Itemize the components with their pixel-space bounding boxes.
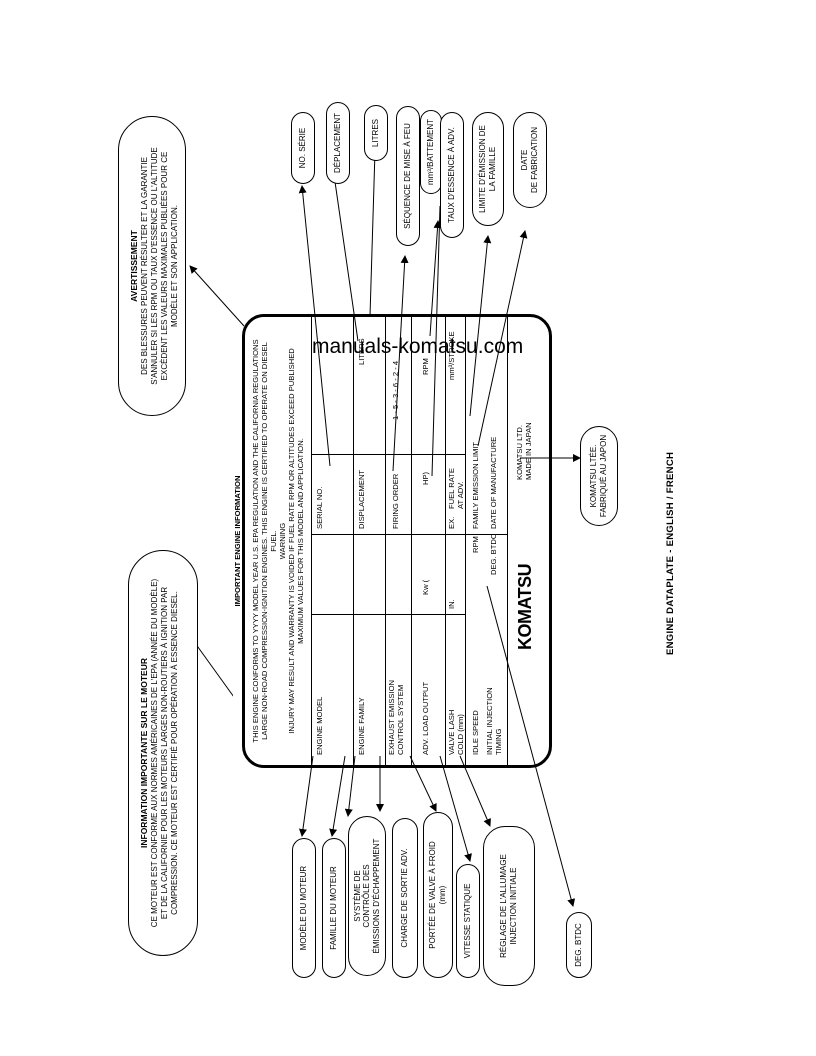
label-sequence: SÉQUENCE DE MISE À FEU (396, 106, 420, 246)
field-exhaust-1: EXHAUST EMISSION (387, 680, 396, 755)
label-battement: mm³/BATTEMENT (420, 110, 442, 194)
field-rpm2: RPM (471, 536, 480, 553)
label-reglage: RÉGLAGE DE L'ALLUMAGE INJECTION INITIALE (483, 826, 535, 986)
label-komatsu-ltee: KOMATSU LTÉE. FABRIQUÉ AU JAPON (580, 426, 618, 526)
field-valve-1: VALVE LASH (447, 709, 456, 755)
label-vitesse: VITESSE STATIQUE (456, 864, 480, 978)
field-maker-2: MADE IN JAPAN (524, 422, 533, 480)
field-displacement: DISPLACEMENT (357, 469, 366, 529)
label-litres: LITRES (364, 105, 388, 161)
field-serial-no: SERIAL NO. (315, 486, 324, 529)
field-rpm1: RPM (421, 358, 430, 375)
note-info-heading: INFORMATION IMPORTANTE SUR LE MOTEUR (139, 658, 149, 848)
field-fuel-1: FUEL RATE (447, 468, 456, 509)
field-fuel-2: AT ADV. (456, 481, 465, 509)
field-firing-order: FIRING ORDER (391, 473, 400, 529)
plate-warning: INJURY MAY RESULT AND WARRANTY IS VOIDED… (287, 348, 306, 734)
field-date-mfr: DATE OF MANUFACTURE (489, 436, 498, 529)
plate-heading: IMPORTANT ENGINE INFORMATION (233, 331, 243, 751)
label-no-serie: NO. SÉRIE (291, 112, 315, 184)
label-modele: MODÈLE DU MOTEUR (292, 838, 316, 978)
field-init-2: TIMING (494, 728, 503, 755)
label-charge: CHARGE DE SORTIE ADV. (392, 818, 418, 978)
field-kw: Kw ( (421, 579, 430, 595)
label-famille: FAMILLE DU MOTEUR (322, 838, 346, 978)
figure-caption: ENGINE DATAPLATE - ENGLISH / FRENCH (665, 451, 676, 655)
note-warning-body: DES BLESSURES PEUVENT RÉSULTER ET LA GAR… (139, 147, 179, 385)
label-taux: TAUX D'ESSENCE À ADV. (440, 112, 464, 238)
field-deg-btdc: DEG. BTDC (489, 533, 498, 575)
label-date: DATE DE FABRICATION (513, 112, 547, 208)
field-valve-2: COLD (mm) (456, 714, 465, 755)
plate-statement: THIS ENGINE CONFORMS TO YYYY MODEL YEAR … (251, 339, 279, 743)
field-fam-emission: FAMILY EMISSION LIMIT (471, 441, 480, 529)
watermark: manuals-komatsu.com (312, 335, 524, 358)
plate-warning-title: WARNING (278, 522, 287, 560)
field-in: IN. (447, 599, 456, 609)
label-deplacement: DÉPLACEMENT (326, 102, 350, 184)
field-engine-model: ENGINE MODEL (315, 696, 324, 755)
field-exhaust-2: CONTROL SYSTEM (396, 684, 405, 755)
note-important-info-fr: INFORMATION IMPORTANTE SUR LE MOTEUR CE … (128, 550, 198, 956)
label-limite: LIMITE D'ÉMISSION DE LA FAMILLE (472, 112, 504, 226)
note-warning-fr: AVERTISSEMENT DES BLESSURES PEUVENT RÉSU… (118, 116, 186, 416)
label-systeme: SYSTÈME DE CONTRÔLE DES ÉMISSIONS D'ÉCHA… (348, 816, 386, 976)
label-portee: PORTÉE DE VALVE À FROID (mm) (423, 812, 453, 978)
field-engine-family: ENGINE FAMILY (357, 697, 366, 755)
field-hp: HP) (421, 471, 430, 485)
komatsu-logo: KOMATSU (515, 563, 535, 650)
field-init-1: INITIAL INJECTION (485, 687, 494, 755)
note-info-body: CE MOTEUR EST CONFORME AUX NORMES AMÉRIC… (149, 578, 179, 928)
field-maker-1: KOMATSU LTD. (515, 425, 524, 480)
field-idle-speed: IDLE SPEED (471, 710, 480, 755)
field-firing-seq: 1 - 5 - 3 - 6 - 2 - 4 (391, 360, 400, 420)
field-adv-load: ADV. LOAD OUTPUT (421, 681, 430, 755)
label-deg: DEG. BTDC (566, 912, 592, 978)
field-ex: EX. (447, 516, 456, 529)
note-warning-heading: AVERTISSEMENT (129, 230, 139, 302)
engine-dataplate: THIS ENGINE CONFORMS TO YYYY MODEL YEAR … (233, 314, 552, 768)
